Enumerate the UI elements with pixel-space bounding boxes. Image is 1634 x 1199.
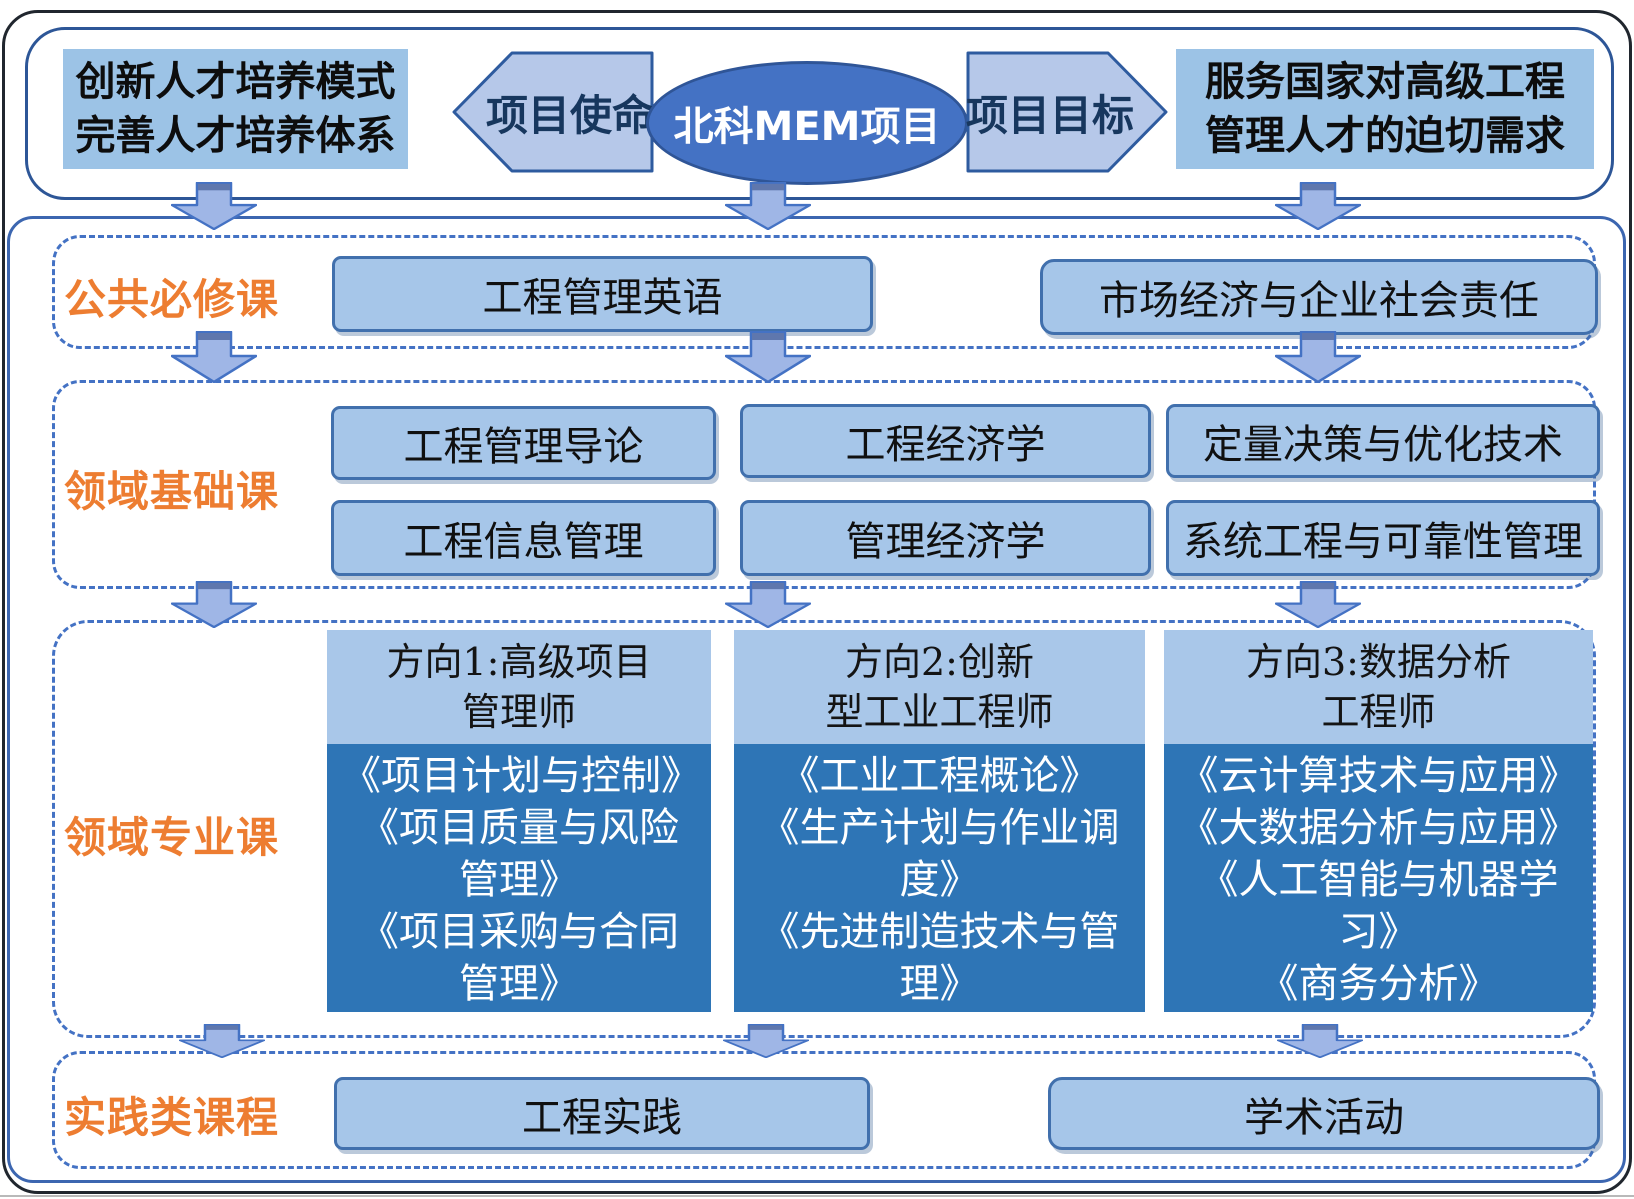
bottom-hairline (0, 1195, 1634, 1197)
track-3-title-line-1: 方向3:数据分析 (1246, 640, 1511, 684)
track-1-title-line-1: 方向1:高级项目 (386, 640, 652, 684)
label-public-required: 公共必修课 (64, 275, 280, 324)
course-box: 工程经济学 (740, 404, 1151, 478)
down-arrow-icon (1275, 331, 1361, 383)
goal-arrow-label: 项目目标 (966, 90, 1135, 140)
track-2-title-line-2: 型工业工程师 (825, 690, 1054, 734)
track-3-course-list: 《云计算技术与应用》 《大数据分析与应用》 《人工智能与机器学习》 《商务分析》 (1164, 744, 1593, 1012)
mission-arrow-label: 项目使命 (486, 90, 655, 140)
down-arrow-icon (725, 581, 811, 628)
program-name: 北科MEM项目 (673, 104, 941, 150)
course-box: 工程管理英语 (332, 256, 873, 332)
course-item: 《项目采购与合同管理》 (359, 909, 679, 1007)
goal-statement-line-2: 管理人才的迫切需求 (1205, 112, 1565, 159)
outer-frame (2, 10, 1632, 1194)
course-item: 《人工智能与机器学习》 (1198, 857, 1559, 955)
goal-statement-line-1: 服务国家对高级工程 (1205, 58, 1565, 105)
track-column-1: 方向1:高级项目 管理师 《项目计划与控制》 《项目质量与风险管理》 《项目采购… (327, 630, 711, 1012)
course-box: 学术活动 (1048, 1077, 1600, 1150)
track-1-header: 方向1:高级项目 管理师 (327, 630, 711, 744)
right-pentagon-icon (966, 51, 1168, 173)
label-specialty: 领域专业课 (64, 813, 280, 862)
section-specialty-frame (52, 620, 1596, 1038)
mission-statement-line-1: 创新人才培养模式 (75, 58, 396, 105)
mission-arrow-shape: 项目使命 (452, 51, 654, 173)
track-1-course-list: 《项目计划与控制》 《项目质量与风险管理》 《项目采购与合同管理》 (327, 744, 711, 1012)
down-arrow-icon (1275, 581, 1361, 628)
down-arrow-icon (1277, 1024, 1363, 1058)
track-3-title-line-2: 工程师 (1321, 690, 1436, 734)
goal-arrow-shape: 项目目标 (966, 51, 1168, 173)
track-column-3: 方向3:数据分析 工程师 《云计算技术与应用》 《大数据分析与应用》 《人工智能… (1164, 630, 1593, 1012)
course-box: 定量决策与优化技术 (1166, 404, 1600, 478)
down-arrow-icon (171, 182, 257, 230)
down-arrow-icon (723, 1024, 809, 1058)
course-item: 《大数据分析与应用》 (1178, 805, 1579, 851)
track-3-header: 方向3:数据分析 工程师 (1164, 630, 1593, 744)
course-item: 《项目质量与风险管理》 (359, 805, 679, 903)
down-arrow-icon (725, 182, 811, 230)
course-box: 工程实践 (334, 1077, 870, 1150)
course-box: 工程管理导论 (331, 406, 716, 480)
course-item: 《先进制造技术与管理》 (759, 909, 1120, 1007)
section-foundation-frame (52, 380, 1596, 589)
down-arrow-icon (171, 581, 257, 628)
course-box: 市场经济与企业社会责任 (1040, 259, 1598, 335)
course-box: 系统工程与可靠性管理 (1166, 500, 1600, 576)
down-arrow-icon (1275, 182, 1361, 230)
track-column-2: 方向2:创新 型工业工程师 《工业工程概论》 《生产计划与作业调度》 《先进制造… (734, 630, 1145, 1012)
program-ellipse: 北科MEM项目 (646, 61, 968, 185)
mission-statement-line-2: 完善人才培养体系 (75, 112, 396, 159)
course-item: 《商务分析》 (1258, 961, 1499, 1007)
course-item: 《生产计划与作业调度》 (759, 805, 1120, 903)
mission-statement-box: 创新人才培养模式 完善人才培养体系 (63, 49, 408, 169)
track-2-title-line-1: 方向2:创新 (845, 640, 1034, 684)
down-arrow-icon (179, 1024, 265, 1058)
track-1-title-line-2: 管理师 (461, 690, 576, 734)
course-box: 工程信息管理 (331, 500, 716, 576)
left-pentagon-icon (452, 51, 654, 173)
course-item: 《项目计划与控制》 (341, 753, 701, 799)
course-item: 《工业工程概论》 (779, 753, 1100, 799)
label-practice: 实践类课程 (64, 1093, 280, 1142)
course-box: 管理经济学 (740, 500, 1151, 576)
track-2-header: 方向2:创新 型工业工程师 (734, 630, 1145, 744)
track-2-course-list: 《工业工程概论》 《生产计划与作业调度》 《先进制造技术与管理》 (734, 744, 1145, 1012)
label-foundation: 领域基础课 (64, 467, 280, 516)
course-item: 《云计算技术与应用》 (1178, 753, 1579, 799)
down-arrow-icon (171, 331, 257, 383)
down-arrow-icon (725, 331, 811, 383)
goal-statement-box: 服务国家对高级工程 管理人才的迫切需求 (1176, 49, 1594, 169)
